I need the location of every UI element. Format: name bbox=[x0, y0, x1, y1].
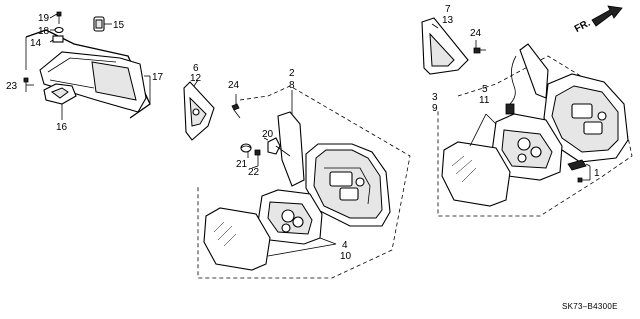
callout-6: 6 bbox=[193, 63, 199, 74]
left-mirror-assembly bbox=[23, 11, 151, 120]
callout-4: 4 bbox=[342, 240, 348, 251]
callout-1: 1 bbox=[594, 168, 600, 179]
callout-9: 9 bbox=[432, 103, 438, 114]
front-direction-label: FR. bbox=[573, 18, 593, 35]
front-direction-arrow-icon bbox=[591, 5, 623, 27]
center-cover-group bbox=[183, 79, 241, 141]
callout-14: 14 bbox=[30, 38, 42, 49]
callout-24-center: 24 bbox=[228, 80, 240, 91]
callout-15: 15 bbox=[113, 20, 125, 31]
right-mirror-assembly bbox=[437, 43, 633, 217]
callout-21: 21 bbox=[236, 159, 248, 170]
callout-17: 17 bbox=[152, 72, 164, 83]
callout-19: 19 bbox=[38, 13, 50, 24]
callout-13: 13 bbox=[442, 15, 454, 26]
callout-12: 12 bbox=[190, 73, 202, 84]
right-cover-group bbox=[421, 17, 486, 75]
callout-2: 2 bbox=[289, 68, 295, 79]
callout-5: 5 bbox=[482, 84, 488, 95]
callout-10: 10 bbox=[340, 251, 352, 262]
callout-24-right: 24 bbox=[470, 28, 482, 39]
callout-23: 23 bbox=[6, 81, 18, 92]
callout-20: 20 bbox=[262, 129, 274, 140]
callout-3: 3 bbox=[432, 92, 438, 103]
callout-18: 18 bbox=[38, 26, 50, 37]
callout-11: 11 bbox=[479, 95, 490, 106]
callout-16: 16 bbox=[56, 122, 68, 133]
callout-8: 8 bbox=[289, 80, 295, 91]
center-mirror-assembly bbox=[197, 85, 411, 279]
callout-22: 22 bbox=[248, 167, 260, 178]
callout-7: 7 bbox=[445, 4, 451, 15]
diagram-code: SK73–B4300E bbox=[562, 302, 618, 311]
